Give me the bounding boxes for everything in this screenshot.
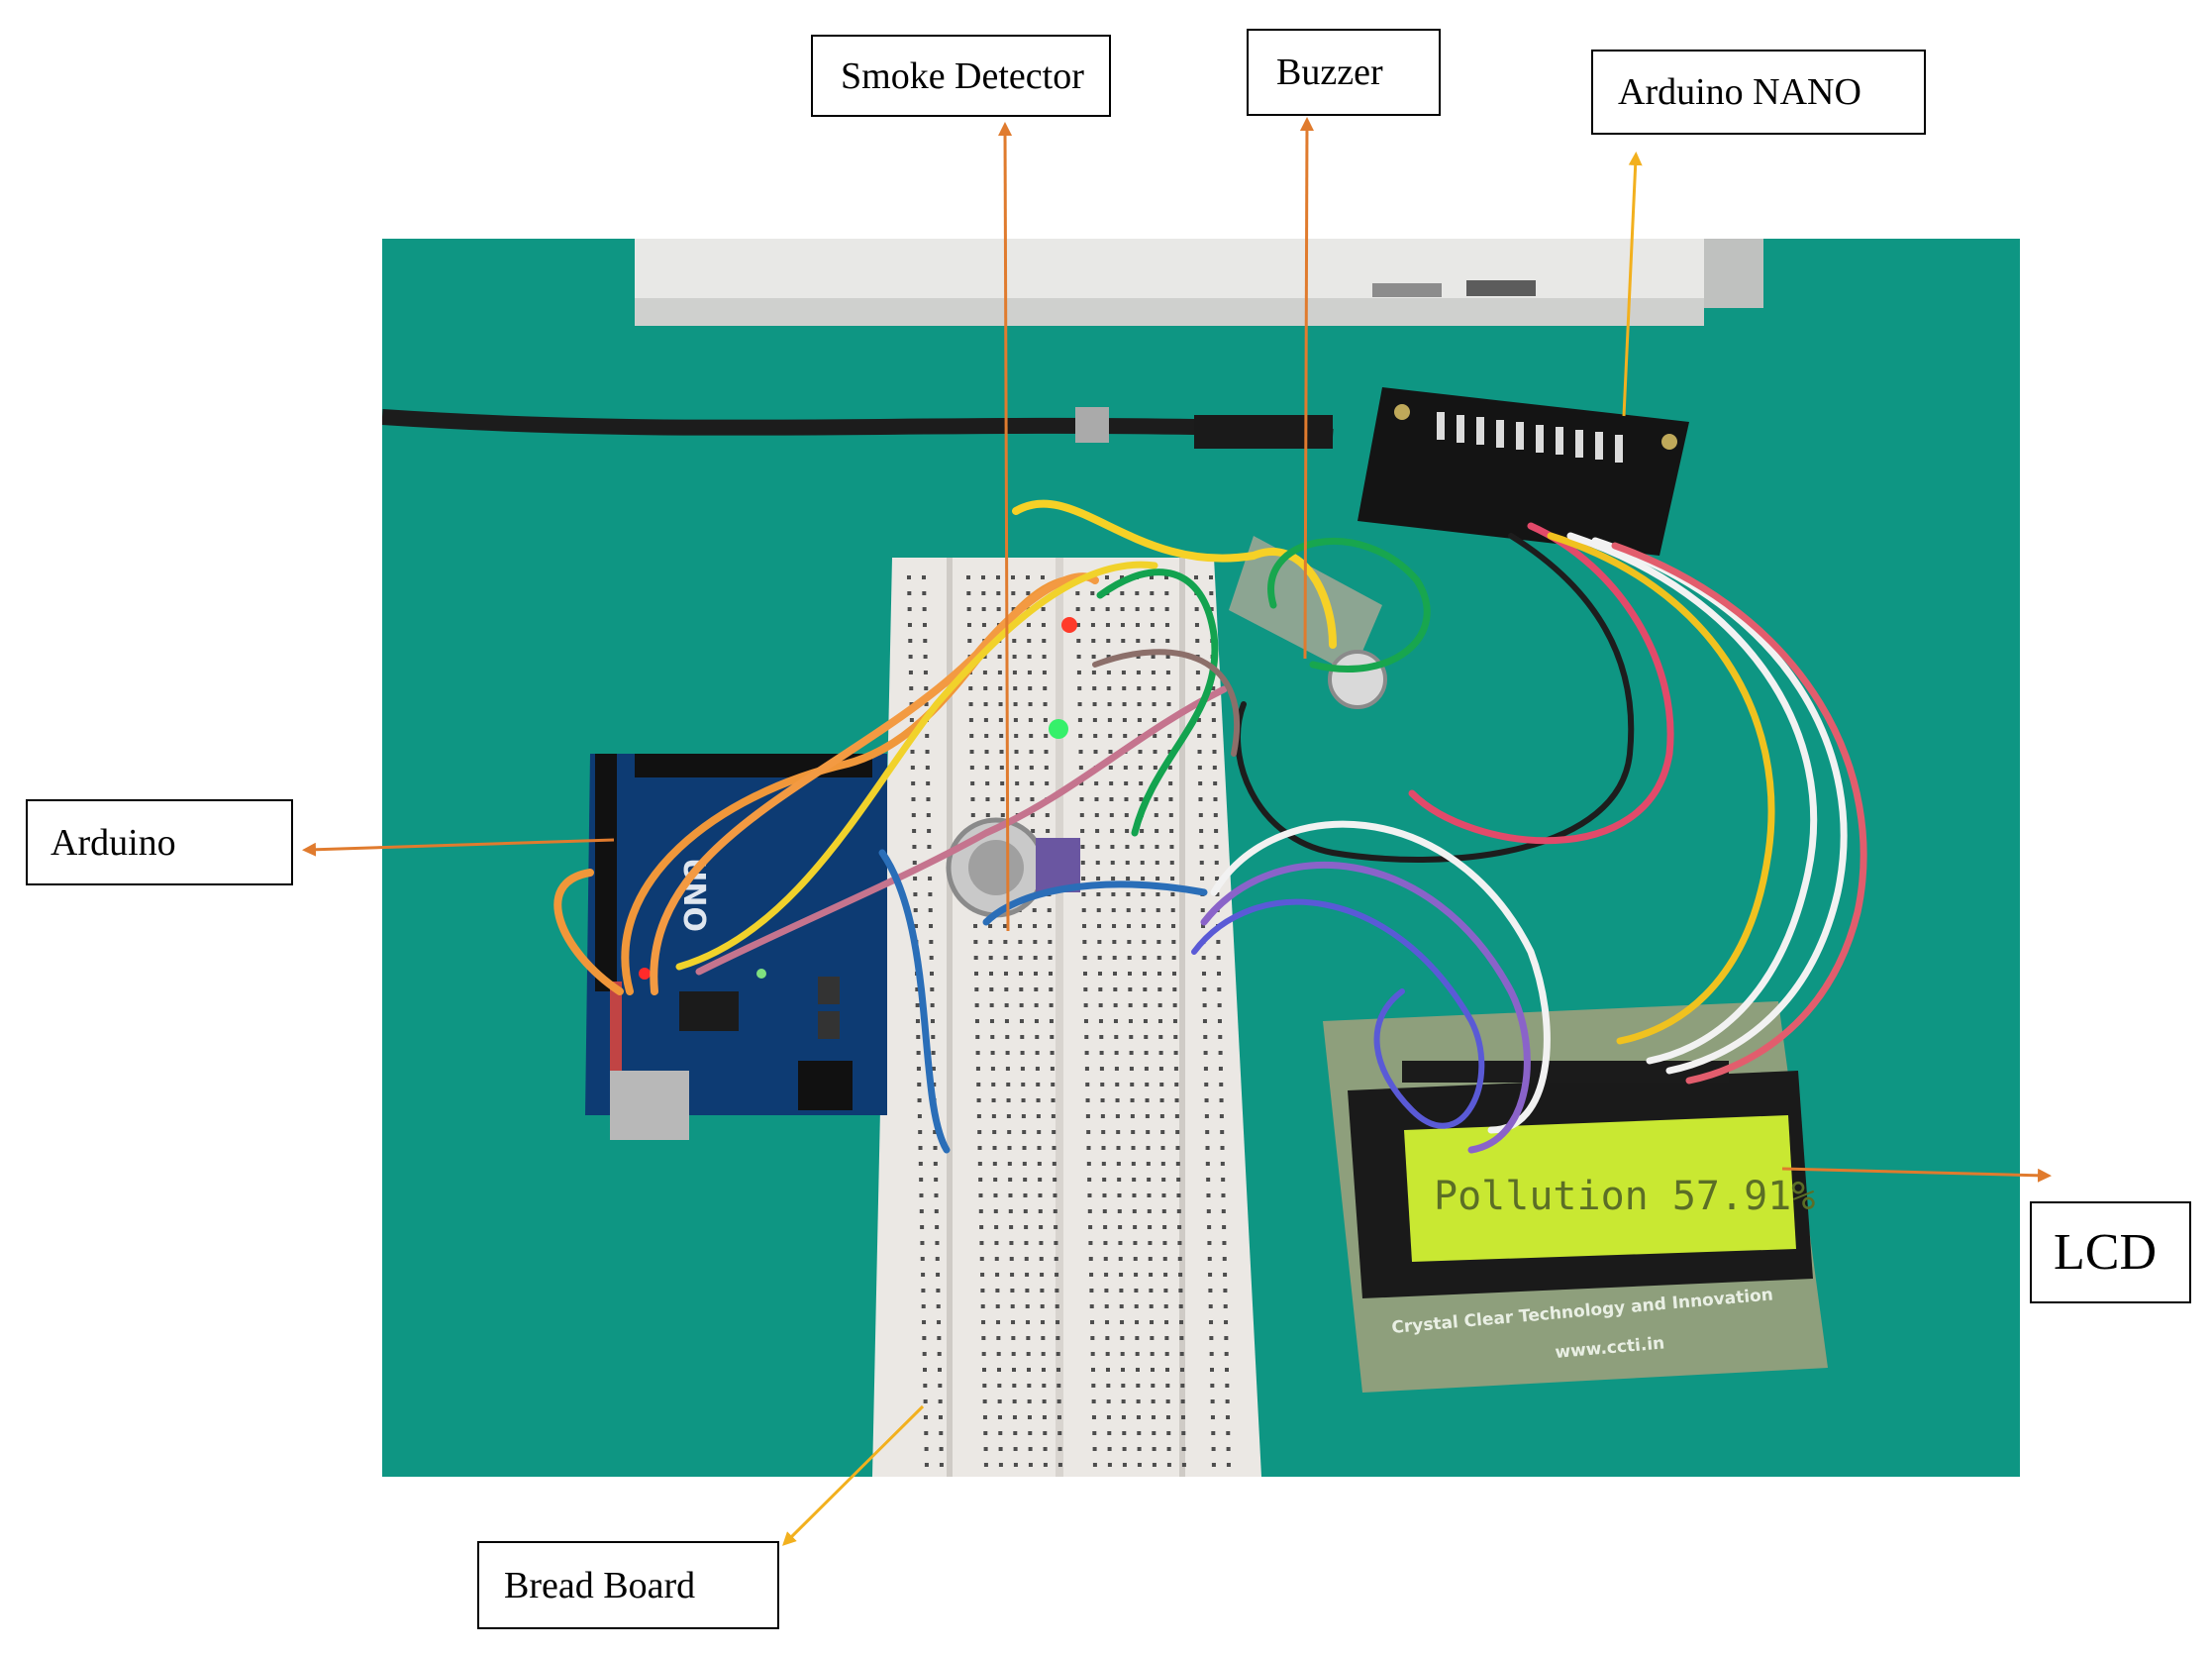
wires: [553, 499, 1867, 1154]
label-lcd-text: LCD: [2054, 1224, 2157, 1281]
label-bread-board: Bread Board: [477, 1541, 779, 1629]
lcd-screen-text: Pollution 57.91%: [1434, 1174, 1815, 1219]
label-lcd: LCD: [2030, 1201, 2191, 1303]
label-buzzer-text: Buzzer: [1276, 52, 1383, 93]
arduino-uno-board: UNO: [585, 754, 887, 1140]
lcd-module: Pollution 57.91% Crystal Clear Technolog…: [1323, 1001, 1828, 1393]
label-bread-board-text: Bread Board: [504, 1564, 696, 1606]
photo-drawing: UNO Pollution 57.91% Crystal Clear Techn…: [382, 239, 1867, 1477]
label-arduino: Arduino: [26, 799, 293, 885]
laptop: [635, 239, 1763, 326]
label-smoke-detector-text: Smoke Detector: [841, 54, 1084, 97]
label-buzzer: Buzzer: [1247, 29, 1441, 116]
arduino-nano-board: [1357, 387, 1689, 556]
label-smoke-detector: Smoke Detector: [811, 35, 1111, 117]
green-led: [1049, 719, 1068, 739]
label-arduino-nano-text: Arduino NANO: [1618, 71, 1861, 113]
red-led: [1061, 617, 1077, 633]
label-arduino-nano: Arduino NANO: [1591, 50, 1926, 135]
label-arduino-text: Arduino: [50, 821, 176, 864]
buzzer-component: [1229, 536, 1387, 709]
circuit-photo: UNO Pollution 57.91% Crystal Clear Techn…: [382, 239, 2020, 1477]
